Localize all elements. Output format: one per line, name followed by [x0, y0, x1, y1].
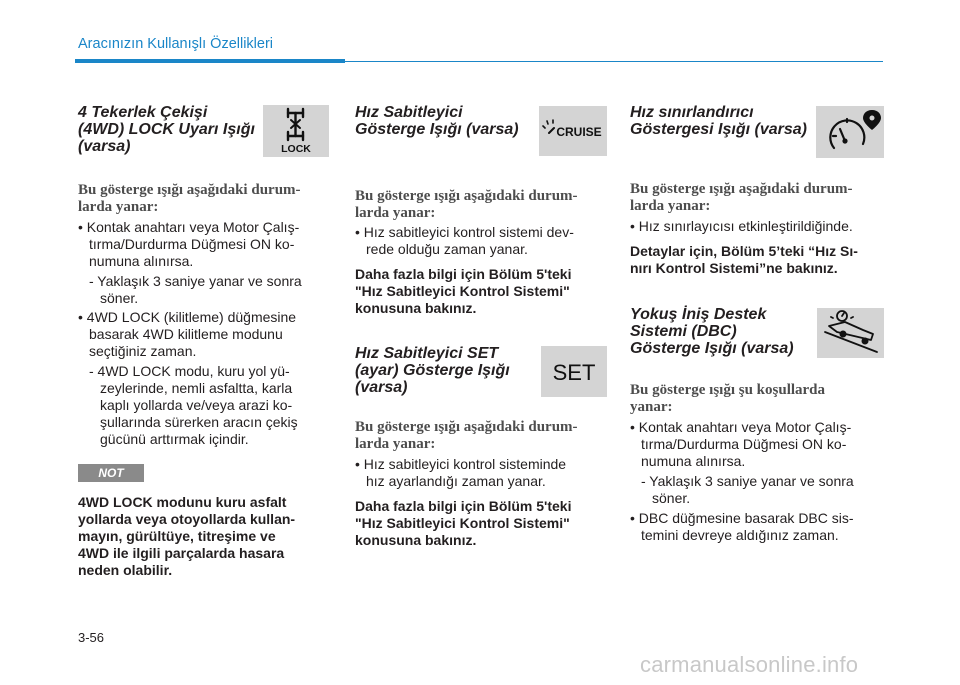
downhill-brake-control-icon	[817, 308, 884, 358]
lead-4wd-lock: Bu gösterge ışığı aşağıdaki durum- larda…	[78, 182, 301, 215]
bullet-cruise-active: • Hız sabitleyici kontrol sistemi dev- r…	[355, 224, 574, 257]
set-reference: Daha fazla bilgi için Bölüm 5'teki "Hız …	[355, 498, 572, 548]
cruise-reference: Daha fazla bilgi için Bölüm 5'teki "Hız …	[355, 266, 572, 316]
page-number: 3-56	[78, 630, 105, 645]
sub-item-3-seconds: - Yaklaşık 3 saniye yanar ve sonra söner…	[89, 273, 302, 306]
bullet-4wd-lock-button: • 4WD LOCK (kilitleme) düğmesine basarak…	[78, 309, 297, 359]
section-title-speed-limiter: Hız sınırlandırıcı Göstergesi Işığı (var…	[630, 104, 807, 138]
lock-icon-label: LOCK	[281, 143, 311, 155]
sub-item-4wd-lock-mode: - 4WD LOCK modu, kuru yol yü- zeylerinde…	[89, 363, 298, 447]
note-text: 4WD LOCK modunu kuru asfalt yollarda vey…	[78, 494, 296, 578]
section-title-4wd-lock: 4 Tekerlek Çekişi (4WD) LOCK Uyarı Işığı…	[78, 104, 255, 155]
watermark: carmanualsonline.info	[640, 652, 859, 677]
header-rule	[75, 59, 345, 63]
note-badge: NOT	[78, 464, 144, 482]
section-title-cruise: Hız Sabitleyici Gösterge Işığı (varsa)	[355, 104, 519, 138]
section-header-title: Aracınızın Kullanışlı Özellikleri	[78, 36, 274, 52]
set-icon: SET	[541, 346, 607, 397]
limiter-reference: Detaylar için, Bölüm 5’teki “Hız Sı- nır…	[630, 243, 858, 276]
header-rule-thin	[345, 60, 883, 62]
bullet-limiter-active: • Hız sınırlayıcısı etkinleştirildiğinde…	[630, 218, 853, 234]
section-title-set: Hız Sabitleyici SET (ayar) Gösterge Işığ…	[355, 345, 510, 396]
bullet-dbc-ignition: • Kontak anahtarı veya Motor Çalış- tırm…	[630, 419, 852, 469]
lead-dbc: Bu gösterge ışığı şu koşullarda yanar:	[630, 382, 826, 415]
cruise-icon-label: CRUISE	[556, 125, 601, 139]
lead-cruise: Bu gösterge ışığı aşağıdaki durum- larda…	[355, 188, 578, 221]
section-title-dbc: Yokuş İniş Destek Sistemi (DBC) Gösterge…	[630, 306, 794, 357]
lead-set: Bu gösterge ışığı aşağıdaki durum- larda…	[355, 419, 578, 452]
cruise-icon: CRUISE	[539, 106, 607, 156]
set-icon-label: SET	[553, 360, 596, 385]
bullet-set-speed: • Hız sabitleyici kontrol sisteminde hız…	[355, 456, 567, 489]
4wd-lock-icon: LOCK	[263, 105, 329, 157]
bullet-ignition-on: • Kontak anahtarı veya Motor Çalış- tırm…	[78, 219, 300, 269]
speed-limiter-icon	[816, 106, 884, 158]
lead-speed-limiter: Bu gösterge ışığı aşağıdaki durum- larda…	[630, 181, 853, 214]
sub-item-dbc-3-seconds: - Yaklaşık 3 saniye yanar ve sonra söner…	[641, 473, 854, 506]
bullet-dbc-button: • DBC düğmesine basarak DBC sis- temini …	[630, 510, 854, 543]
